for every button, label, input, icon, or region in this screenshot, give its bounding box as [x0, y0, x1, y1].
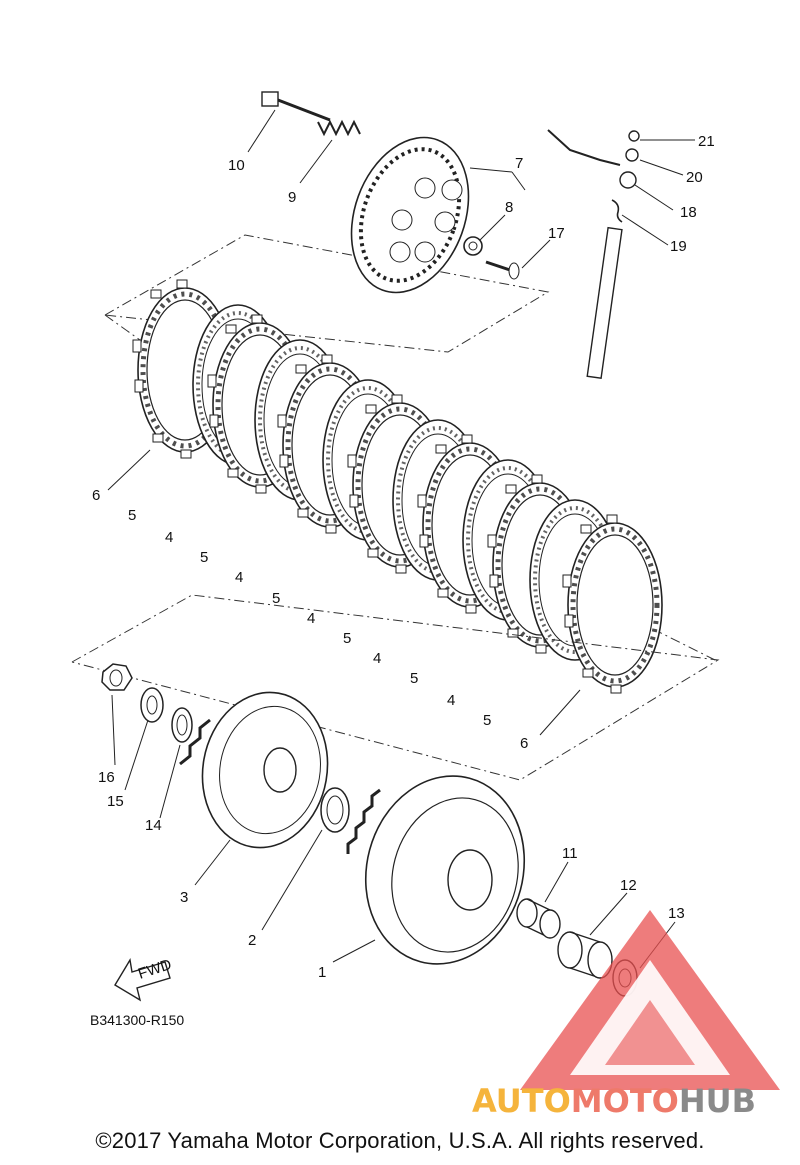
callout-18: 18 [680, 204, 697, 221]
primary-driven-gear-1 [346, 775, 526, 965]
push-rod-17 [485, 260, 520, 280]
spring-9 [317, 119, 361, 137]
callout-4-c: 4 [307, 610, 315, 627]
callout-9: 9 [288, 189, 296, 206]
clutch-plates-stack [133, 280, 662, 693]
lock-washer-15 [140, 687, 164, 723]
bolt-10 [261, 91, 331, 122]
callout-1: 1 [318, 964, 326, 981]
dashdot-outline-top [104, 234, 550, 353]
callout-19: 19 [670, 238, 687, 255]
callout-6-top: 6 [92, 487, 100, 504]
pressure-plate-assembly [350, 136, 470, 294]
thrust-washer-2 [320, 787, 350, 833]
leader-lines [107, 109, 695, 969]
clutch-boss-3 [179, 691, 329, 849]
callout-12: 12 [620, 877, 637, 894]
callout-5-f: 5 [483, 712, 491, 729]
callout-5-b: 5 [200, 549, 208, 566]
automotohub-watermark: AUTOMOTOHUB [472, 910, 780, 1120]
spacer-11 [516, 898, 561, 939]
callout-4-e: 4 [447, 692, 455, 709]
watermark-auto: AUTO [472, 1082, 571, 1120]
callout-5-a: 5 [128, 507, 136, 524]
diagram-code: B341300-R150 [90, 1012, 184, 1028]
callout-4-a: 4 [165, 529, 173, 546]
callout-4-b: 4 [235, 569, 243, 586]
bearing-8 [463, 236, 483, 256]
callout-16: 16 [98, 769, 115, 786]
callout-labels: 10 9 7 8 17 21 20 18 19 6 5 4 5 4 5 4 5 … [92, 133, 715, 981]
callout-10: 10 [228, 157, 245, 174]
callout-5-c: 5 [272, 590, 280, 607]
callout-2: 2 [248, 932, 256, 949]
callout-8: 8 [505, 199, 513, 216]
callout-5-e: 5 [410, 670, 418, 687]
watermark-hub: HUB [679, 1082, 756, 1120]
callout-11: 11 [562, 845, 578, 862]
nut-16 [101, 663, 133, 691]
fwd-arrow: FWD [114, 956, 174, 1002]
callout-21: 21 [698, 133, 715, 150]
callout-7: 7 [515, 155, 523, 172]
push-lever-assembly [547, 129, 640, 380]
callout-13: 13 [668, 905, 685, 922]
callout-14: 14 [145, 817, 162, 834]
callout-20: 20 [686, 169, 703, 186]
callout-5-d: 5 [343, 630, 351, 647]
callout-15: 15 [107, 793, 124, 810]
watermark-moto: MOTO [571, 1082, 679, 1120]
dashdot-outline-bottom [71, 594, 720, 781]
callout-4-d: 4 [373, 650, 381, 667]
callout-6-bottom: 6 [520, 735, 528, 752]
svg-text:AUTOMOTOHUB: AUTOMOTOHUB [472, 1082, 756, 1120]
washer-14 [171, 707, 193, 743]
callout-17: 17 [548, 225, 565, 242]
copyright-notice: ©2017 Yamaha Motor Corporation, U.S.A. A… [95, 1128, 705, 1153]
needle-bearing-12 [557, 931, 613, 979]
callout-3: 3 [180, 889, 188, 906]
